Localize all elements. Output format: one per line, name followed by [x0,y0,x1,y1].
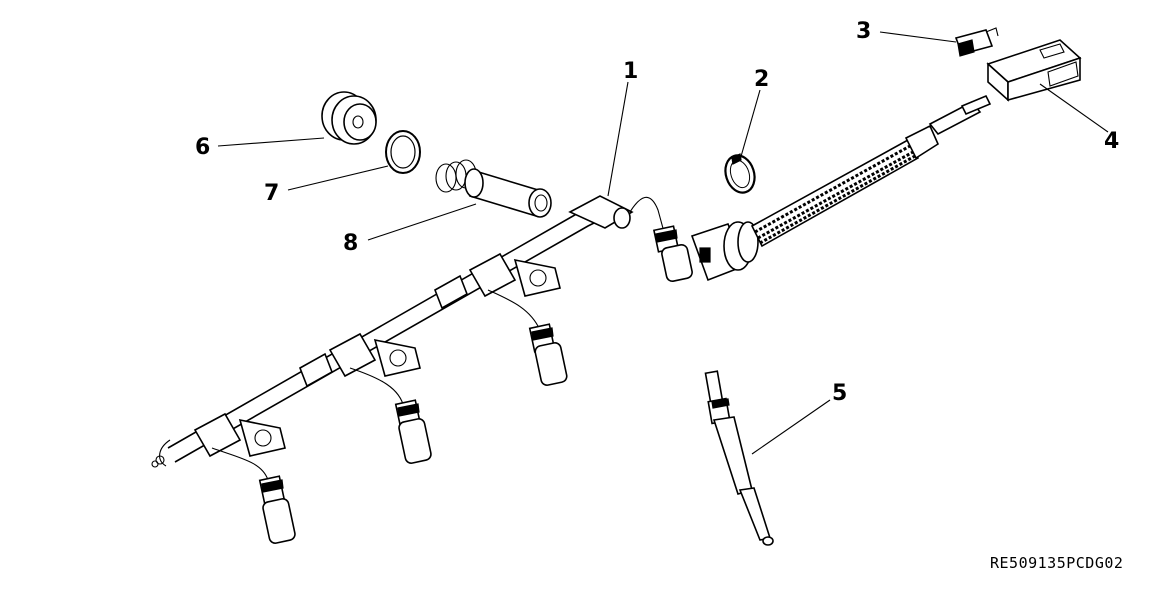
harness-plug-terminal [528,323,568,386]
callout-1: 1 [623,59,638,84]
callout-labels: 1 2 3 4 5 6 7 8 [195,19,1119,406]
callout-4: 4 [1104,129,1119,154]
callout-2: 2 [754,67,769,92]
rail-clamp [434,252,561,310]
spring-and-sleeve [435,159,552,218]
reference-code: RE509135PCDG02 [990,554,1123,572]
o-ring [385,130,421,174]
harness-feedthrough-fitting [690,221,759,282]
callout-7: 7 [264,181,279,206]
callout-8: 8 [343,231,358,256]
callout-5: 5 [832,381,847,406]
callout-6: 6 [195,135,210,160]
rail-clamp [568,195,634,229]
leader-lines [217,31,1109,455]
glow-plug-wiring-harness [151,195,693,544]
snap-ring [724,153,756,194]
connector-terminal-clip [954,27,999,57]
grommet [321,91,377,145]
rail-clamp [193,412,286,458]
callout-3: 3 [856,19,871,44]
glow-plug [704,370,774,546]
connector-housing [986,39,1082,102]
braided-lead [750,94,992,248]
harness-plug-terminal [652,225,693,283]
harness-plug-terminal [258,475,296,544]
harness-plug-terminal [394,399,432,464]
rail-clamp [299,332,421,388]
